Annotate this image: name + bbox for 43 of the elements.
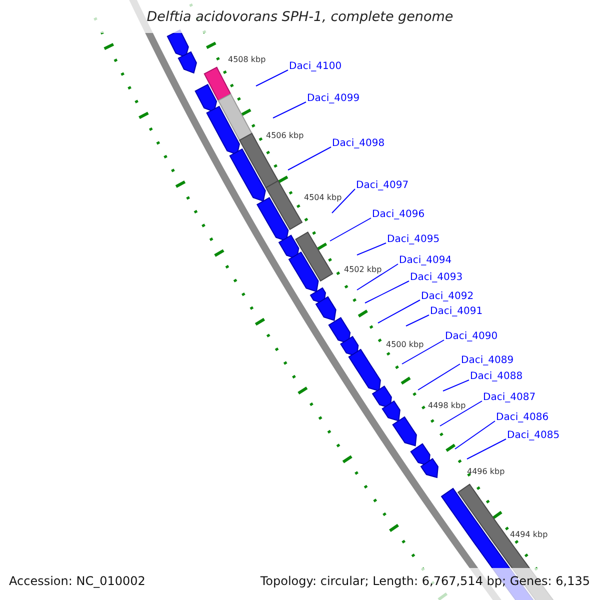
scale-label: 4500 kbp [386, 340, 424, 349]
leader-line [442, 380, 470, 392]
leader-line [402, 340, 444, 364]
scale-label: 4494 kbp [510, 530, 548, 539]
leader-line [332, 188, 356, 214]
leader-line [356, 264, 398, 290]
leader-line [356, 242, 386, 256]
leader-line [418, 364, 460, 390]
leader-line [454, 420, 496, 450]
accession-text: Accession: NC_010002 [9, 574, 146, 588]
scale-label: 4504 kbp [304, 192, 342, 202]
gene-label: Daci_4099 [307, 93, 360, 104]
scale-label: 4502 kbp [344, 264, 382, 274]
gene-label: Daci_4089 [461, 355, 514, 366]
gene-label: Daci_4094 [399, 255, 452, 266]
leader-line [272, 102, 306, 118]
gene-label: Daci_4096 [372, 209, 425, 220]
gene-label: Daci_4098 [332, 138, 385, 149]
leader-line [330, 218, 372, 242]
scale-label: 4506 kbp [266, 130, 304, 140]
gene-label: Daci_4093 [410, 272, 463, 283]
leader-line [288, 146, 332, 170]
leader-line [364, 280, 410, 304]
scale-label: 4508 kbp [228, 54, 266, 64]
genome-info-text: Topology: circular; Length: 6,767,514 bp; Genes: 6,135 [260, 574, 590, 588]
leader-line [466, 438, 506, 460]
gene-label: Daci_4091 [430, 306, 483, 317]
leader-line [256, 70, 288, 86]
gene-label: Daci_4090 [445, 331, 498, 342]
gene-label: Daci_4085 [507, 430, 560, 441]
gene-label: Daci_4092 [421, 291, 474, 302]
gene-label: Daci_4088 [470, 371, 523, 382]
gene-label: Daci_4086 [496, 412, 549, 423]
leader-line [378, 300, 420, 324]
scale-label: 4498 kbp [428, 400, 466, 410]
gene-label: Daci_4095 [387, 234, 440, 245]
leader-line [440, 400, 482, 426]
scale-label: 4496 kbp [467, 466, 505, 476]
gene-label: Daci_4087 [483, 392, 536, 403]
leader-line [406, 314, 430, 326]
gene-label: Daci_4097 [356, 180, 409, 191]
gene-label: Daci_4100 [289, 61, 342, 72]
title: Delftia acidovorans SPH-1, complete genome [146, 9, 454, 25]
